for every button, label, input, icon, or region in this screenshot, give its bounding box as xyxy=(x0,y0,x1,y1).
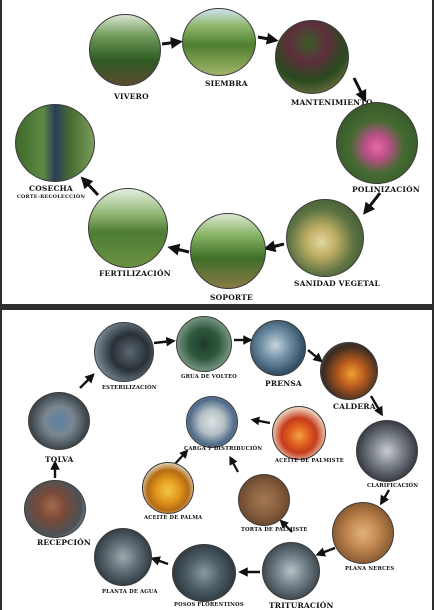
soporte-photo xyxy=(190,213,266,289)
arrow-mantenimiento-polinizacion xyxy=(352,77,367,103)
recepcion-photo xyxy=(24,480,86,538)
arrow-torta-carga xyxy=(229,455,239,473)
arrow-sanidad-soporte xyxy=(263,240,285,253)
cosecha-photo xyxy=(15,104,95,182)
arrow-caldera-clarificacion xyxy=(369,395,383,417)
aceite-palmiste-label: ACEITE DE PALMISTE xyxy=(275,458,344,464)
extraction-arrows xyxy=(50,335,391,577)
trituracion-photo xyxy=(262,542,320,600)
esterilizacion-label: ESTERILIZACIÓN xyxy=(102,385,157,391)
carga-distribucion-photo xyxy=(186,396,238,448)
soporte-label: SOPORTE xyxy=(210,293,253,302)
cultivation-cycle-panel: VIVERO SIEMBRA MANTENIMIENTO POLINIZACIÓ… xyxy=(2,0,432,304)
tolva-photo xyxy=(28,392,90,450)
posos-florentinos-photo xyxy=(172,544,236,602)
carga-distribucion-label: CARGA Y DISTRIBUCIÓN xyxy=(184,446,263,452)
siembra-photo xyxy=(182,8,256,76)
arrow-trituracion-torta xyxy=(279,519,293,533)
torta-palmiste-label: TORTA DE PALMISTE xyxy=(241,527,308,533)
tolva-label: TOLVA xyxy=(45,455,74,464)
arrow-esterilizacion-grua xyxy=(153,336,176,347)
planta-nerces-label: PLANA NERCES xyxy=(345,566,395,572)
prensa-label: PRENSA xyxy=(265,379,302,388)
aceite-palmiste-photo xyxy=(272,406,326,460)
grua-volteo-label: GRUA DE VOLTEO xyxy=(181,374,238,380)
arrow-palmiste-carga xyxy=(250,416,271,426)
esterilizacion-photo xyxy=(94,322,154,382)
cosecha-title: COSECHA xyxy=(29,184,73,193)
planta-agua-label: PLANTA DE AGUA xyxy=(102,589,158,595)
planta-agua-photo xyxy=(94,528,152,586)
grua-volteo-photo xyxy=(176,316,232,372)
clarificacion-label: CLARIFICACIÓN xyxy=(367,483,419,489)
arrow-vivero-siembra xyxy=(161,36,183,49)
mantenimiento-label: MANTENIMIENTO xyxy=(291,98,373,107)
fertilizacion-label: FERTILIZACIÓN xyxy=(99,269,171,278)
extraction-process-panel: ESTERILIZACIÓN GRUA DE VOLTEO PRENSA CAL… xyxy=(2,310,432,610)
siembra-label: SIEMBRA xyxy=(205,79,248,88)
recepcion-label: RECEPCIÓN xyxy=(37,538,91,547)
prensa-photo xyxy=(250,320,306,376)
sanidad-vegetal-photo xyxy=(286,199,364,277)
vivero-label: VIVERO xyxy=(114,92,149,101)
arrow-soporte-fertilizacion xyxy=(167,243,190,256)
arrow-clarificacion-nerces xyxy=(380,489,391,506)
caldera-photo xyxy=(320,342,378,400)
polinizacion-label: POLINIZACIÓN xyxy=(352,185,420,194)
sanidad-vegetal-label: SANIDAD VEGETAL xyxy=(294,279,380,288)
aceite-palma-label: ACEITE DE PALMA xyxy=(144,515,203,521)
posos-florentinos-label: POSOS FLORENTINOS xyxy=(174,602,244,608)
torta-palmiste-photo xyxy=(238,474,290,526)
fertilizacion-photo xyxy=(88,188,168,268)
clarificacion-photo xyxy=(356,420,418,482)
cosecha-label: COSECHA CORTE-RECOLECCIÓN xyxy=(14,185,88,201)
arrow-tolva-esterilizacion xyxy=(79,373,95,389)
aceite-palma-photo xyxy=(142,462,194,514)
arrow-prensa-caldera xyxy=(307,349,323,363)
mantenimiento-photo xyxy=(275,20,349,94)
arrow-posos-agua xyxy=(150,556,169,566)
polinizacion-photo xyxy=(336,102,418,184)
cultivation-arrows xyxy=(80,32,382,256)
arrow-fertilizacion-cosecha xyxy=(80,176,100,197)
arrow-polinizacion-sanidad xyxy=(363,192,382,215)
trituracion-label: TRITURACIÓN xyxy=(269,601,334,610)
arrow-siembra-mantenimiento xyxy=(257,32,279,45)
caldera-label: CALDERA xyxy=(333,402,376,411)
vivero-photo xyxy=(89,14,161,86)
arrow-nerces-trituracion xyxy=(315,546,336,557)
planta-nerces-photo xyxy=(332,502,394,564)
cosecha-subtitle: CORTE-RECOLECCIÓN xyxy=(16,194,86,200)
